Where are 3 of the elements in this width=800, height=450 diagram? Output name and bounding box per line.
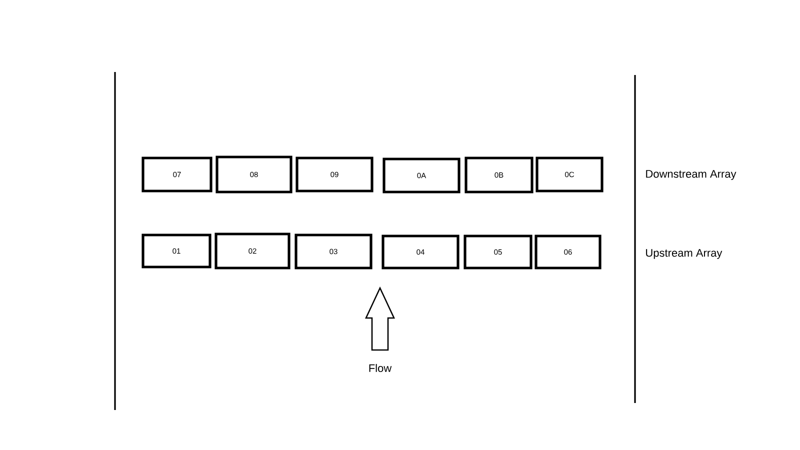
- label-text: Upstream Array: [646, 249, 722, 259]
- flow-label: Flow: [369, 364, 392, 372]
- label-text: Downstream Array: [646, 170, 736, 180]
